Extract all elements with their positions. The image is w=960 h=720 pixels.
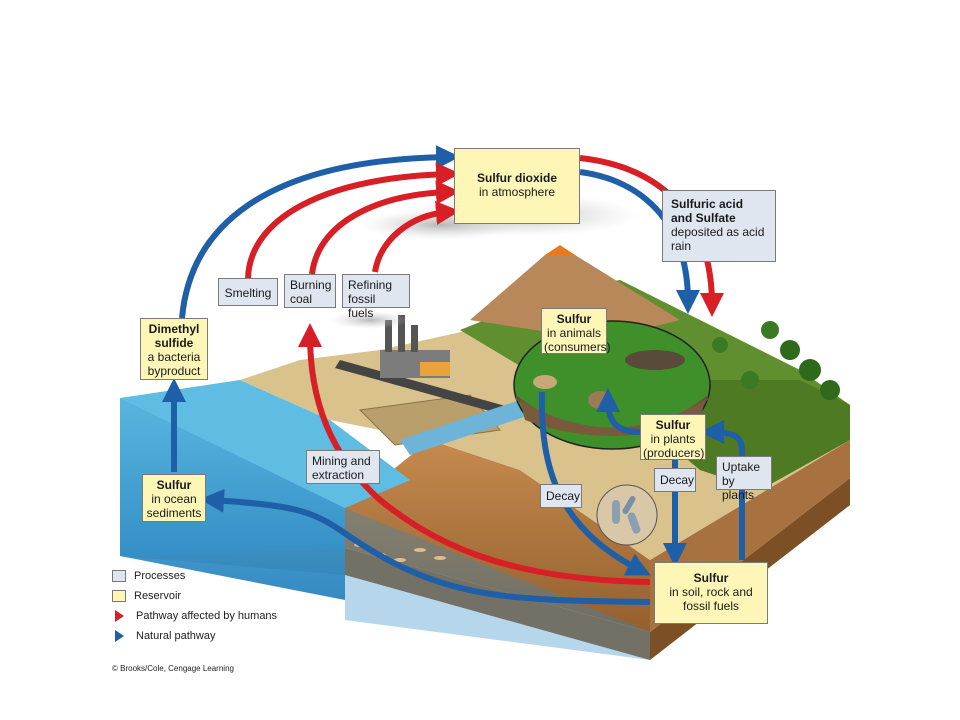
reservoir-subtitle: in soil, rock and fossil fuels	[669, 585, 753, 613]
process-burning-coal: Burning coal	[284, 274, 336, 308]
process-acid-rain: Sulfuric acid and Sulfate deposited as a…	[662, 190, 776, 262]
process-uptake: Uptake by plants	[716, 456, 772, 502]
arrow-mining	[298, 323, 651, 585]
process-decay-right: Decay	[654, 468, 696, 492]
reservoir-title: Sulfur	[156, 478, 192, 492]
reservoir-subtitle: in plants (producers)	[643, 432, 705, 460]
reservoir-subtitle: in atmosphere	[478, 185, 556, 199]
process-refining: Refining fossil fuels	[342, 274, 410, 320]
reservoir-title: Sulfur	[655, 418, 691, 432]
arrow-uptake	[700, 420, 745, 560]
factory	[330, 311, 450, 378]
legend-processes: Processes	[112, 566, 277, 586]
arrow-so2-to-acid-rain-blue	[579, 169, 700, 314]
red-arrow-icon	[115, 610, 124, 622]
process-decay-left: Decay	[540, 484, 582, 508]
reservoir-sulfur-dioxide: Sulfur dioxide in atmosphere	[454, 148, 580, 224]
forest	[712, 321, 840, 400]
process-mining: Mining and extraction	[306, 450, 380, 484]
process-swatch	[112, 570, 126, 582]
reservoir-ocean-sediments: Sulfur in ocean sediments	[142, 474, 206, 522]
bacteria-bubble	[596, 484, 658, 546]
reservoir-animals: Sulfur in animals (consumers)	[541, 308, 611, 354]
process-title: Sulfuric acid and Sulfate	[671, 197, 744, 225]
legend-reservoir: Reservoir	[112, 586, 277, 606]
reservoir-swatch	[112, 590, 126, 602]
reservoir-title: Sulfur dioxide	[476, 171, 557, 185]
arrow-refining	[372, 200, 460, 273]
reservoir-dimethyl-sulfide: Dimethyl sulfide a bacteria byproduct	[140, 318, 208, 380]
reservoir-plants: Sulfur in plants (producers)	[640, 414, 706, 460]
arrow-soil-to-sediment	[200, 488, 651, 605]
process-subtitle: deposited as acid rain	[671, 225, 765, 253]
arrow-plants-to-animals	[596, 388, 641, 435]
reservoir-subtitle: in ocean sediments	[146, 492, 202, 520]
reservoir-soil: Sulfur in soil, rock and fossil fuels	[654, 562, 768, 624]
process-smelting: Smelting	[218, 278, 278, 306]
reservoir-title: Sulfur	[693, 571, 729, 585]
legend: Processes Reservoir Pathway affected by …	[112, 566, 277, 646]
legend-human: Pathway affected by humans	[112, 606, 277, 626]
reservoir-subtitle: in animals (consumers)	[544, 326, 611, 354]
copyright-credit: © Brooks/Cole, Cengage Learning	[112, 664, 234, 673]
arrow-burning-coal	[309, 180, 460, 275]
arrow-dms-to-so2	[179, 145, 460, 319]
legend-natural: Natural pathway	[112, 626, 277, 646]
blue-arrow-icon	[115, 630, 124, 642]
reservoir-title: Dimethyl sulfide	[148, 322, 200, 350]
reservoir-title: Sulfur	[556, 312, 592, 326]
arrow-smelting	[245, 162, 460, 279]
reservoir-subtitle: a bacteria byproduct	[147, 350, 201, 378]
